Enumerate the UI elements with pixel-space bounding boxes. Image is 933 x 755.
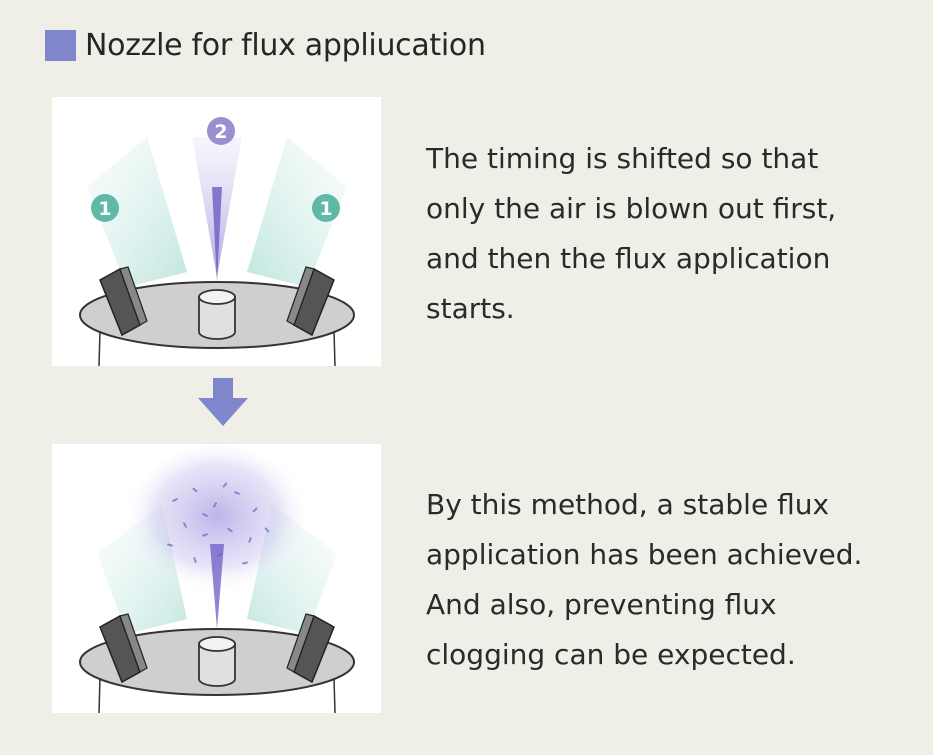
step-badge-flux-label: 2 <box>214 121 227 143</box>
nozzle-center <box>198 289 236 340</box>
flux-droplets <box>167 482 270 565</box>
nozzle-diagram-top: 1 1 2 <box>79 117 355 366</box>
nozzle-center <box>198 636 236 687</box>
description-top-line: The timing is shifted so that <box>426 142 819 175</box>
nozzle-right <box>286 266 335 337</box>
diagram-step-air-first: 1 1 2 <box>52 97 381 366</box>
platform-leg-left <box>98 677 101 713</box>
description-bottom-line: clogging can be expected. <box>426 638 796 671</box>
step-badge-air-left-label: 1 <box>98 198 111 220</box>
description-top-line: only the air is blown out first, <box>426 192 837 225</box>
down-arrow-icon <box>198 378 248 426</box>
description-bottom-line: And also, preventing flux <box>426 588 777 621</box>
nozzle-diagram-bottom <box>79 446 355 713</box>
air-spray-right <box>247 137 347 287</box>
nozzle-left <box>99 613 148 684</box>
description-top-line: and then the flux application <box>426 242 831 275</box>
description-bottom: By this method, a stable flux applicatio… <box>426 480 906 680</box>
step-badge-air-right-label: 1 <box>319 198 332 220</box>
description-bottom-line: By this method, a stable flux <box>426 488 830 521</box>
air-spray-left <box>87 137 187 287</box>
step-badge-air-right: 1 <box>312 194 340 222</box>
step-badge-air-left: 1 <box>91 194 119 222</box>
flux-jet <box>210 544 224 629</box>
description-top-line: starts. <box>426 292 515 325</box>
title-marker-square <box>45 30 76 61</box>
description-bottom-line: application has been achieved. <box>426 538 863 571</box>
flux-jet <box>212 187 222 282</box>
platform-leg-left <box>98 330 101 366</box>
flux-mist-cloud <box>122 446 312 602</box>
diagram-step-flux-application <box>52 444 381 713</box>
platform-leg-right <box>333 330 336 366</box>
nozzle-right <box>286 613 335 684</box>
step-badge-flux: 2 <box>207 117 235 145</box>
title-text: Nozzle for flux appliucation <box>85 28 486 63</box>
section-title: Nozzle for flux appliucation <box>45 28 486 63</box>
nozzle-left <box>99 266 148 337</box>
description-top: The timing is shifted so that only the a… <box>426 134 906 334</box>
platform-leg-right <box>333 677 336 713</box>
